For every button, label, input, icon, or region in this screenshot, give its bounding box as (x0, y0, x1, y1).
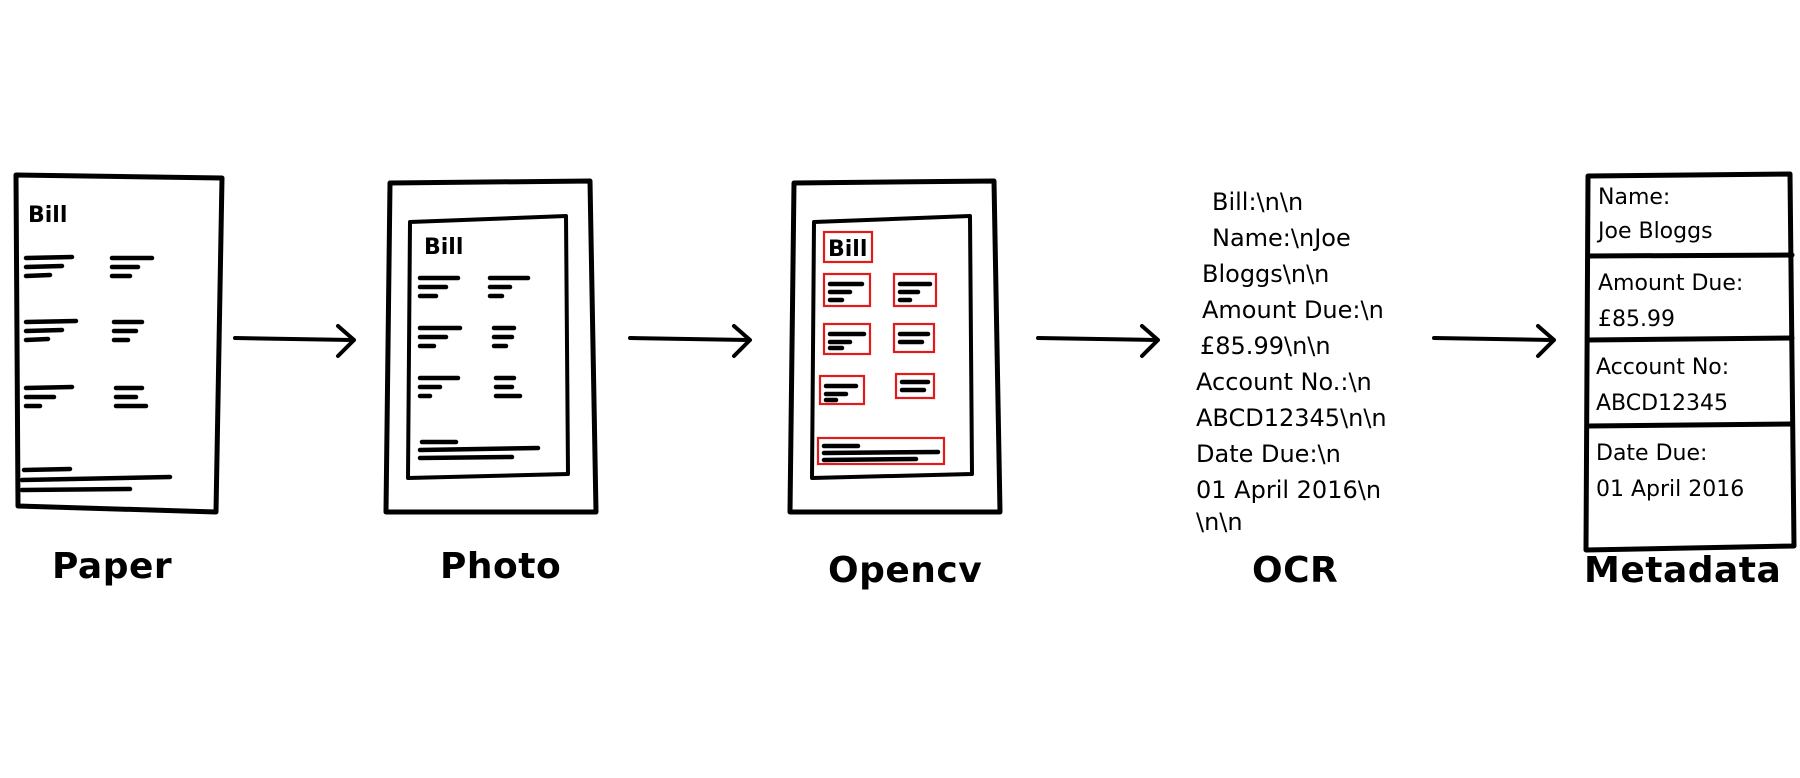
photo-bill-title: Bill (424, 235, 463, 260)
metadata-value: ABCD12345 (1596, 391, 1728, 416)
opencv-bill-title: Bill (828, 237, 867, 262)
ocr-label: OCR (1252, 550, 1338, 591)
paper-sheet (13, 172, 225, 515)
ocr-line: Bloggs\n\n (1202, 260, 1329, 288)
ocr-stage: Bill:\n\n Name:\nJoe Bloggs\n\n Amount D… (1196, 188, 1387, 591)
metadata-stage: Name: Joe Bloggs Amount Due: £85.99 Acco… (1583, 171, 1797, 591)
photo-document (406, 214, 570, 480)
ocr-line: Amount Due:\n (1202, 296, 1384, 324)
metadata-value: £85.99 (1598, 307, 1675, 332)
paper-stage: Bill Paper (13, 172, 225, 587)
opencv-detected-regions (816, 230, 946, 466)
metadata-divider (1585, 252, 1795, 259)
paper-text-lines (19, 254, 173, 493)
photo-stage: Bill Photo (383, 178, 599, 587)
paper-bill-title: Bill (28, 203, 67, 228)
arrow-opencv-to-ocr (1036, 324, 1160, 358)
photo-frame (383, 178, 599, 515)
ocr-line: Bill:\n\n (1212, 188, 1303, 216)
metadata-field-account: Account No: ABCD12345 (1596, 355, 1729, 416)
photo-label: Photo (440, 546, 561, 587)
ocr-line: Date Due:\n (1196, 440, 1341, 468)
metadata-key: Name: (1598, 185, 1670, 210)
opencv-document (810, 214, 974, 480)
metadata-label: Metadata (1584, 550, 1781, 591)
ocr-line: 01 April 2016\n (1196, 476, 1381, 504)
ocr-text-block: Bill:\n\n Name:\nJoe Bloggs\n\n Amount D… (1196, 188, 1387, 536)
opencv-label: Opencv (828, 550, 982, 591)
arrow-ocr-to-metadata (1432, 324, 1556, 358)
metadata-key: Account No: (1596, 355, 1729, 380)
metadata-key: Amount Due: (1598, 271, 1743, 296)
opencv-text-lines (821, 281, 941, 463)
ocr-line: £85.99\n\n (1200, 332, 1331, 360)
metadata-value: 01 April 2016 (1596, 477, 1744, 502)
metadata-divider (1585, 421, 1795, 429)
ocr-line: Account No.:\n (1196, 368, 1372, 396)
photo-text-lines (417, 275, 541, 461)
ocr-line: ABCD12345\n\n (1196, 404, 1387, 432)
metadata-divider (1585, 335, 1795, 343)
metadata-key: Date Due: (1596, 441, 1707, 466)
metadata-field-amount: Amount Due: £85.99 (1598, 271, 1743, 332)
metadata-field-name: Name: Joe Bloggs (1596, 185, 1713, 244)
arrow-photo-to-opencv (628, 324, 752, 358)
ocr-line: Name:\nJoe (1212, 224, 1351, 252)
opencv-frame (787, 178, 1003, 515)
opencv-stage: Bill Opencv (787, 178, 1003, 591)
metadata-field-date: Date Due: 01 April 2016 (1596, 441, 1744, 502)
paper-label: Paper (52, 546, 172, 587)
metadata-value: Joe Bloggs (1596, 219, 1713, 244)
arrow-paper-to-photo (233, 324, 356, 358)
ocr-line: \n\n (1196, 508, 1243, 536)
